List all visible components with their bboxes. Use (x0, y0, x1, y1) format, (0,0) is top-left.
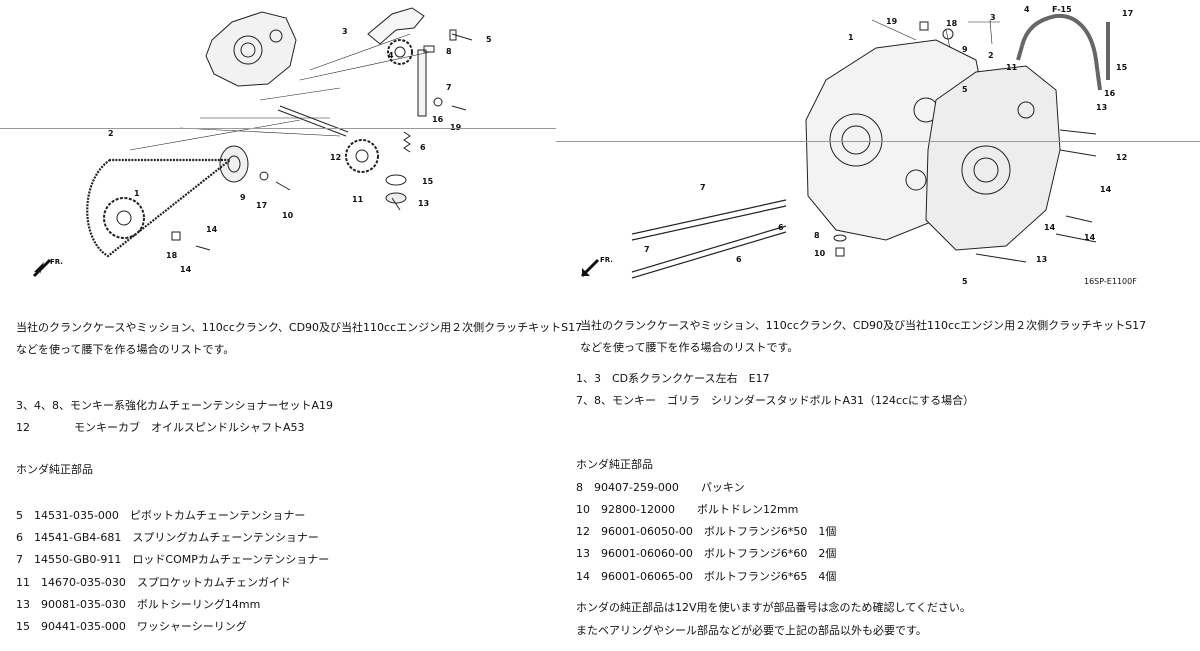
footnote-line-2: またベアリングやシール部品などが必要で上記の部品以外も必要です。 (576, 624, 927, 637)
callout-5a: 5 (962, 277, 968, 286)
callout-16: 16 (432, 115, 444, 124)
top-divider (0, 128, 556, 129)
callout-4: 4 (1024, 5, 1030, 14)
callout-14a: 14 (206, 225, 218, 234)
callout-2: 2 (108, 129, 114, 138)
front-marker-label: FR. (600, 256, 613, 264)
genuine-parts-heading: ホンダ純正部品 (16, 463, 93, 476)
callout-15: 15 (422, 177, 434, 186)
callout-4: 4 (388, 51, 394, 60)
callout-13a: 13 (1096, 103, 1107, 112)
callout-8: 8 (814, 231, 820, 240)
front-arrow-icon: FR. (580, 256, 613, 278)
callout-18: 18 (166, 251, 178, 260)
part-line: 8 90407-259-000 パッキン (576, 481, 745, 494)
callout-12: 12 (1116, 153, 1127, 162)
callout-9: 9 (962, 45, 968, 54)
callout-10: 10 (814, 249, 826, 258)
callout-16: 16 (1104, 89, 1116, 98)
part-line: 11 14670-035-030 スプロケットカムチェンガイド (16, 576, 291, 589)
callout-9: 9 (240, 193, 246, 202)
crank-sprocket (103, 197, 145, 239)
tensioner-pivot-arm (367, 7, 425, 45)
callout-1: 1 (848, 33, 854, 42)
oil-spindle-shaft (277, 105, 349, 137)
callout-12: 12 (330, 153, 341, 162)
callout-15: 15 (1116, 63, 1128, 72)
cam-chain (86, 158, 234, 258)
part-line: 7 14550-GB0-911 ロッドCOMPカムチェーンテンショナー (16, 553, 330, 566)
callout-19: 19 (450, 123, 462, 132)
callout-7a: 7 (700, 183, 706, 192)
top-divider (556, 141, 1200, 142)
kit-line: 1、3 CD系クランクケース左右 E17 (576, 372, 770, 385)
genuine-parts-heading: ホンダ純正部品 (576, 458, 653, 471)
callout-17: 17 (256, 201, 267, 210)
kit-line: 7、8、モンキー ゴリラ シリンダースタッドボルトA31（124ccにする場合） (576, 394, 975, 407)
callout-14c: 14 (1084, 233, 1096, 242)
left-exploded-diagram: 2 1 3 4 5 6 7 8 9 10 11 12 13 14 14 15 1… (32, 7, 492, 278)
callout-3: 3 (990, 13, 996, 22)
kit-line: 12 モンキーカブ オイルスピンドルシャフトA53 (16, 421, 305, 434)
callout-2: 2 (988, 51, 994, 60)
cylinder-stud-bolt (631, 199, 787, 279)
part-line: 14 96001-06065-00 ボルトフランジ6*65 4個 (576, 570, 837, 583)
callout-8: 8 (446, 47, 452, 56)
left-parts-sheet: 2 1 3 4 5 6 7 8 9 10 11 12 13 14 14 15 1… (0, 0, 582, 651)
part-line: 12 96001-06050-00 ボルトフランジ6*50 1個 (576, 525, 837, 538)
cam-chain-guide-sprocket (345, 139, 379, 173)
callout-11: 11 (1006, 63, 1018, 72)
intro-line-2: などを使って腰下を作る場合のリストです。 (580, 341, 799, 354)
callout-6a: 6 (778, 223, 784, 232)
callout-5b: 5 (962, 85, 968, 94)
callout-13: 13 (418, 199, 429, 208)
front-marker-label: FR. (50, 258, 63, 266)
callout-6b: 6 (736, 255, 742, 264)
breather-hose (1020, 13, 1102, 91)
tensioner-spring (403, 131, 411, 153)
intro-line-1: 当社のクランクケースやミッション、110ccクランク、CD90及び当社110cc… (16, 321, 583, 334)
callout-14a: 14 (1100, 185, 1112, 194)
crankcase-fragment (205, 11, 297, 87)
footnote-line-1: ホンダの純正部品は12V用を使いますが部品番号は念のため確認してください。 (576, 601, 971, 614)
callout-18: 18 (946, 19, 958, 28)
callout-7: 7 (446, 83, 452, 92)
right-exploded-diagram: 1 2 3 4 5 5 6 6 7 7 8 9 10 11 12 13 13 1… (580, 5, 1137, 286)
part-line: 15 90441-035-000 ワッシャーシーリング (16, 620, 247, 633)
part-line: 13 90081-035-030 ボルトシーリング14mm (16, 598, 261, 611)
callout-6: 6 (420, 143, 426, 152)
callout-14b: 14 (180, 265, 192, 274)
callout-14b: 14 (1044, 223, 1056, 232)
right-parts-sheet: 1 2 3 4 5 5 6 6 7 7 8 9 10 11 12 13 13 1… (556, 0, 1200, 651)
callout-11: 11 (352, 195, 364, 204)
callout-3: 3 (342, 27, 348, 36)
callout-7b: 7 (644, 245, 650, 254)
callout-17: 17 (1122, 9, 1133, 18)
tensioner-sprocket (387, 39, 413, 65)
callout-13b: 13 (1036, 255, 1047, 264)
tensioner-rod (417, 49, 427, 117)
part-line: 13 96001-06060-00 ボルトフランジ6*60 2個 (576, 547, 837, 560)
callout-19: 19 (886, 17, 898, 26)
cam-chain-roller (219, 145, 249, 183)
front-arrow-icon: FR. (32, 258, 63, 278)
callout-1: 1 (134, 189, 140, 198)
figure-code: 16SP-E1100F (1084, 277, 1137, 286)
callout-10: 10 (282, 211, 294, 220)
callout-5: 5 (486, 35, 492, 44)
part-line: 10 92800-12000 ボルトドレン12mm (576, 503, 799, 516)
part-line: 6 14541-GB4-681 スプリングカムチェーンテンショナー (16, 531, 319, 544)
part-line: 5 14531-035-000 ピボットカムチェーンテンショナー (16, 509, 306, 522)
crankcase-right-half (925, 65, 1061, 251)
kit-line: 3、4、8、モンキー系強化カムチェーンテンショナーセットA19 (16, 399, 333, 412)
intro-line-1: 当社のクランクケースやミッション、110ccクランク、CD90及び当社110cc… (580, 319, 1147, 332)
intro-line-2: などを使って腰下を作る場合のリストです。 (16, 343, 235, 356)
section-code: F-15 (1052, 5, 1072, 14)
